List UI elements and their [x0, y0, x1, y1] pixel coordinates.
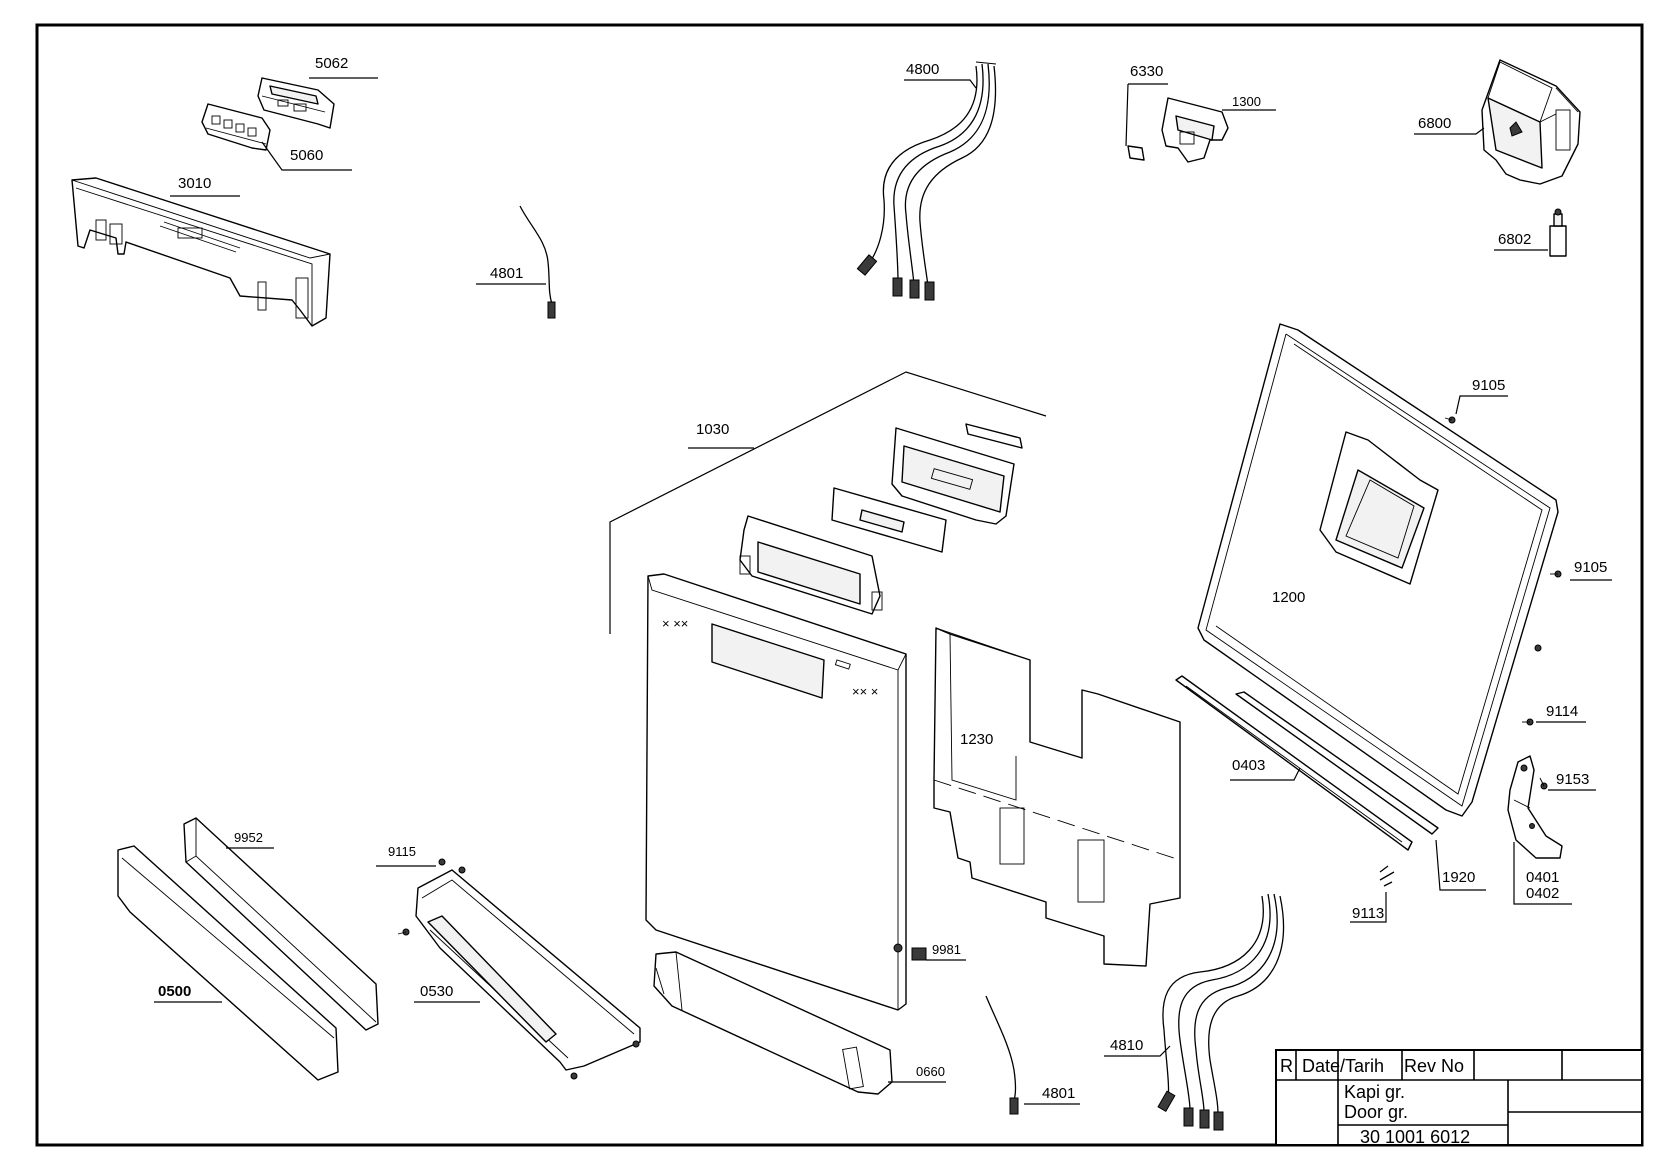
electronic-board-5062	[257, 77, 335, 129]
label-1300: 1300	[1232, 94, 1261, 109]
plinth-9952	[183, 817, 379, 1031]
wire-harness-4800	[856, 61, 997, 301]
control-panel-frame-3010	[71, 177, 331, 327]
wire-4801-top	[519, 205, 556, 319]
label-9952: 9952	[234, 830, 263, 845]
label-9105-right: 9105	[1574, 559, 1607, 576]
label-0530: 0530	[420, 983, 453, 1000]
title-block-name-en: Door gr.	[1344, 1102, 1408, 1122]
electronic-board-5060	[201, 103, 271, 151]
label-9105-top: 9105	[1472, 377, 1505, 394]
label-0403: 0403	[1232, 757, 1265, 774]
label-4800: 4800	[906, 61, 939, 78]
door-lock-1300	[1161, 97, 1229, 163]
screws-0530	[397, 928, 640, 1080]
label-0402: 0402	[1526, 885, 1559, 902]
screw-9105-top	[1444, 416, 1456, 424]
screw-9114	[1522, 718, 1534, 726]
display-frame	[739, 515, 883, 615]
label-6802: 6802	[1498, 231, 1531, 248]
leader-5060	[261, 141, 352, 171]
label-9981: 9981	[932, 942, 961, 957]
leader-0401-0402	[1513, 842, 1572, 905]
title-block	[1275, 1049, 1643, 1146]
label-1200: 1200	[1272, 589, 1305, 606]
display-module	[891, 423, 1023, 525]
leader-9105-top	[1455, 395, 1508, 415]
clip-9113	[1379, 865, 1395, 887]
label-9115: 9115	[388, 844, 416, 859]
screw-9105-right	[1534, 570, 1562, 652]
title-block-name-tr: Kapi gr.	[1344, 1082, 1405, 1102]
dispenser-part-6802	[1549, 208, 1567, 257]
plinth-bracket-0530	[415, 866, 641, 1071]
hinge-bracket-0401-0402	[1507, 755, 1563, 859]
plinth-0500	[117, 845, 339, 1081]
plinth-0660	[653, 951, 893, 1095]
door-mark-right: ×× ×	[852, 684, 878, 699]
part-9981	[911, 947, 927, 961]
leader-6800	[1414, 127, 1485, 135]
label-9113: 9113	[1352, 905, 1384, 922]
label-4801-top: 4801	[490, 265, 523, 282]
label-6800: 6800	[1418, 115, 1451, 132]
outer-door-panel: × ×× ×× ×	[645, 573, 907, 1011]
label-0500: 0500	[158, 983, 191, 1000]
label-1920: 1920	[1442, 869, 1475, 886]
label-0660: 0660	[916, 1064, 945, 1079]
label-3010: 3010	[178, 175, 211, 192]
label-4810: 4810	[1110, 1037, 1143, 1054]
screw-9115	[438, 858, 446, 866]
label-6330: 6330	[1130, 63, 1163, 80]
seal-1920	[1235, 691, 1439, 835]
screw-9153	[1539, 777, 1548, 790]
leader-1920	[1435, 839, 1486, 891]
wire-harness-4810	[1157, 893, 1285, 1131]
label-1030: 1030	[696, 421, 729, 438]
label-9114: 9114	[1546, 703, 1578, 720]
wire-4801-bottom	[985, 995, 1019, 1115]
detergent-dispenser-6800	[1481, 59, 1581, 185]
label-5062: 5062	[315, 55, 348, 72]
label-5060: 5060	[290, 147, 323, 164]
title-block-r: R	[1280, 1056, 1293, 1076]
display-window	[831, 487, 947, 553]
leader-6330-drop	[1125, 83, 1129, 147]
label-0401: 0401	[1526, 869, 1559, 886]
leader-4810	[1104, 1045, 1171, 1057]
label-1230: 1230	[960, 731, 993, 748]
title-block-date: Date/Tarih	[1302, 1056, 1384, 1076]
bracket-1030	[609, 371, 1047, 634]
label-9153: 9153	[1556, 771, 1589, 788]
title-block-drawing-no: 30 1001 6012	[1360, 1127, 1470, 1147]
insulation-1230	[933, 627, 1181, 967]
leader-4800	[904, 79, 977, 89]
inner-door-1200	[1197, 323, 1559, 817]
title-block-rev: Rev No	[1404, 1056, 1464, 1076]
leader-0403	[1230, 767, 1301, 781]
drawing-frame	[35, 23, 1644, 1147]
label-4801-bottom: 4801	[1042, 1085, 1075, 1102]
leader-9113	[1350, 892, 1387, 923]
lock-striker-6330	[1127, 145, 1145, 161]
rail-0403	[1175, 675, 1413, 851]
door-mark-left: × ××	[662, 616, 688, 631]
